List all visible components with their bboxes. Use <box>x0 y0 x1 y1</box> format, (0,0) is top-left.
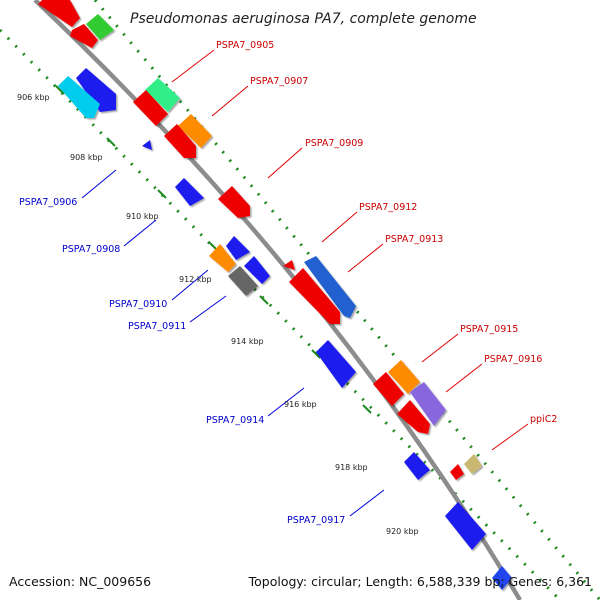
kbp-label: 918 kbp <box>335 463 368 472</box>
gene-label: PSPA7_0908 <box>62 244 120 255</box>
major-tick <box>311 349 321 359</box>
gene-arrow <box>38 0 80 27</box>
pointer-line-forward <box>421 333 459 363</box>
gene-arrow <box>175 178 204 206</box>
gene-arrow <box>76 68 116 112</box>
gene-arrow <box>464 454 482 474</box>
gene-arrow <box>316 340 356 388</box>
gene-label: PSPA7_0915 <box>460 324 518 335</box>
gene-arrow <box>178 114 212 148</box>
major-tick <box>259 295 269 305</box>
gene-arrow <box>218 186 250 218</box>
gene-labels-reverse: PSPA7_0906 PSPA7_0908 PSPA7_0910 PSPA7_0… <box>19 197 345 526</box>
gene-label: PSPA7_0914 <box>206 415 264 426</box>
pointer-line-reverse <box>81 169 117 199</box>
gene-label: PSPA7_0912 <box>359 202 417 213</box>
tick-track-inner-left <box>0 28 562 600</box>
kbp-label: 912 kbp <box>179 275 212 284</box>
gene-label: PSPA7_0911 <box>128 321 186 332</box>
gene-arrow <box>145 78 180 112</box>
gene-label: PSPA7_0909 <box>305 138 363 149</box>
gene-arrow <box>209 244 236 272</box>
pointer-line-reverse <box>171 269 209 301</box>
gene-arrow <box>58 76 100 118</box>
pointer-line-forward <box>211 85 249 117</box>
kbp-label: 914 kbp <box>231 337 264 346</box>
pointer-line-forward <box>491 423 529 451</box>
pointer-line-reverse <box>189 295 227 323</box>
gene-arrow <box>404 452 430 480</box>
major-tick <box>362 404 372 414</box>
major-tick <box>106 137 116 147</box>
gene-label: PSPA7_0917 <box>287 515 345 526</box>
map-title: Pseudomonas aeruginosa PA7, complete gen… <box>130 11 477 27</box>
gene-arrow <box>283 260 295 270</box>
gene-arrow <box>397 400 430 434</box>
major-tick <box>157 189 167 199</box>
gene-label: PSPA7_0910 <box>109 299 167 310</box>
gene-arrow <box>164 124 196 158</box>
gene-arrow <box>86 14 114 40</box>
gene-arrows-reverse <box>58 68 486 550</box>
pointer-line-reverse <box>123 219 157 247</box>
pointer-line-forward <box>267 147 303 179</box>
gene-arrow <box>373 372 404 406</box>
gene-label: PSPA7_0907 <box>250 76 308 87</box>
pointer-line-forward <box>445 363 483 393</box>
gene-labels-forward: PSPA7_0905 PSPA7_0907 PSPA7_0909 PSPA7_0… <box>216 40 557 425</box>
gene-arrow <box>388 360 420 394</box>
pointer-line-forward <box>347 243 384 273</box>
kbp-label: 908 kbp <box>70 153 103 162</box>
gene-arrow <box>133 90 168 126</box>
genome-summary-text: Topology: circular; Length: 6,588,339 bp… <box>248 574 592 589</box>
gene-label: ppiC2 <box>530 414 557 425</box>
gene-arrow <box>244 256 270 284</box>
gene-arrow <box>70 24 98 48</box>
gene-arrow <box>304 256 356 318</box>
gene-arrow <box>142 140 152 150</box>
accession-text: Accession: NC_009656 <box>9 574 151 589</box>
gene-label: PSPA7_0905 <box>216 40 274 51</box>
gene-arrows-forward <box>38 0 512 590</box>
gene-arrow <box>410 382 446 426</box>
pointer-line-reverse <box>267 387 305 417</box>
gene-arrow <box>289 268 340 324</box>
gene-arrow <box>226 236 250 260</box>
gene-arrow <box>228 266 258 296</box>
pointer-line-forward <box>171 49 215 83</box>
major-tick <box>55 85 65 95</box>
kbp-label: 916 kbp <box>284 400 317 409</box>
kbp-label: 920 kbp <box>386 527 419 536</box>
gene-label: PSPA7_0913 <box>385 234 443 245</box>
gene-label: PSPA7_0906 <box>19 197 77 208</box>
pointer-line-forward <box>321 211 358 243</box>
kbp-label: 906 kbp <box>17 93 50 102</box>
gene-arrow <box>492 566 512 590</box>
label-pointers <box>81 49 529 517</box>
kbp-labels: 906 kbp 908 kbp 910 kbp 912 kbp 914 kbp … <box>17 93 419 536</box>
kbp-label: 910 kbp <box>126 212 159 221</box>
pointer-line-reverse <box>349 489 385 517</box>
gene-arrow <box>445 502 486 550</box>
gene-label: PSPA7_0916 <box>484 354 542 365</box>
gene-arrow <box>450 464 464 480</box>
